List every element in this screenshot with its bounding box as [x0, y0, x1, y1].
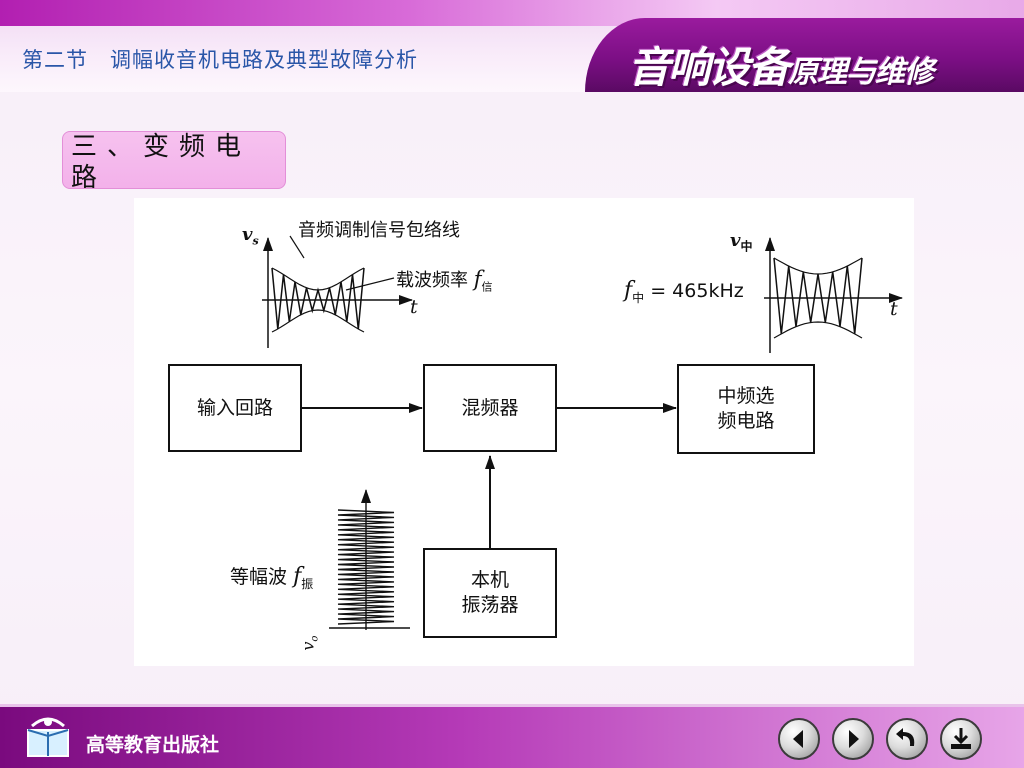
- t-axis-label-2: t: [890, 298, 898, 320]
- local-oscillator-block: 本机 振荡器: [423, 548, 557, 638]
- carrier-freq-label: 载波频率 f信: [396, 267, 493, 294]
- exit-icon: [951, 728, 971, 749]
- if-waveform: [764, 237, 903, 353]
- publisher-name: 高等教育出版社: [86, 734, 220, 756]
- previous-button[interactable]: [778, 718, 820, 760]
- book-logo: 音响设备原理与维修: [628, 34, 934, 95]
- next-button[interactable]: [832, 718, 874, 760]
- book-logo-sub: 原理与维修: [788, 55, 934, 90]
- return-button[interactable]: [886, 718, 928, 760]
- next-icon: [849, 730, 859, 748]
- header-logo-plate: [585, 18, 1024, 92]
- am-waveform: [262, 235, 413, 348]
- section-title: 第二节 调幅收音机电路及典型故障分析: [22, 48, 418, 72]
- footer-divider: [0, 704, 1024, 707]
- equal-amplitude-label: 等幅波 f振: [230, 564, 314, 591]
- publisher-logo-icon: [27, 717, 69, 757]
- block-diagram-panel: 输入回路 混频器 中频选 频电路 本机 振荡器 vs 音频调制信号包络线 载波频…: [134, 198, 914, 666]
- subsection-label: 三、变频电路: [62, 131, 286, 189]
- if-frequency-label: f中 = 465kHz: [624, 278, 744, 305]
- input-circuit-block: 输入回路: [168, 364, 302, 452]
- envelope-label: 音频调制信号包络线: [298, 220, 460, 241]
- diagram-graphics: [262, 235, 903, 630]
- exit-button[interactable]: [940, 718, 982, 760]
- if-select-block: 中频选 频电路: [677, 364, 815, 454]
- vs-label: vs: [242, 224, 259, 248]
- header: 第二节 调幅收音机电路及典型故障分析 音响设备原理与维修: [0, 0, 1024, 92]
- book-logo-main: 音响设备: [628, 43, 790, 92]
- vo-label: vo: [298, 635, 321, 651]
- previous-icon: [793, 730, 803, 748]
- mixer-block: 混频器: [423, 364, 557, 452]
- vif-label: v中: [730, 230, 753, 254]
- return-icon: [896, 728, 915, 746]
- t-axis-label-1: t: [410, 296, 418, 318]
- osc-waveform: [329, 489, 410, 630]
